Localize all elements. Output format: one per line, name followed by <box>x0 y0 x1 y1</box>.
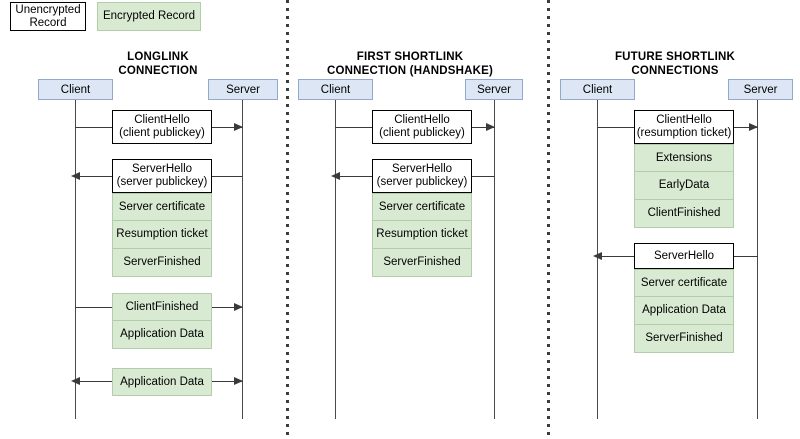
arrowhead-left-icon <box>593 252 602 260</box>
record-server-finished: ServerFinished <box>634 325 734 353</box>
arrowhead-left-icon <box>331 172 340 180</box>
record-server-hello: ServerHello (server publickey) <box>112 159 212 193</box>
actor-server-future-shortlink: Server <box>728 79 793 100</box>
lifeline-server-future-shortlink <box>757 100 759 419</box>
record-stack: ClientHello (client publickey) <box>112 110 212 144</box>
record-client-hello: ClientHello (resumption ticket) <box>634 110 734 144</box>
column-title-future-shortlink: FUTURE SHORTLINK CONNECTIONS <box>614 51 736 77</box>
column-title-first-shortlink: FIRST SHORTLINK CONNECTION (HANDSHAKE) <box>326 51 494 77</box>
lifeline-client-longlink <box>75 100 77 419</box>
actor-client-first-shortlink: Client <box>298 79 373 100</box>
record-server-hello: ServerHello (server publickey) <box>372 159 472 193</box>
legend-unencrypted-record: Unencrypted Record <box>10 2 86 31</box>
arrowhead-right-icon <box>234 303 243 311</box>
record-application-data: Application Data <box>634 297 734 325</box>
record-server-certificate: Server certificate <box>112 193 212 221</box>
legend-encrypted-record: Encrypted Record <box>97 2 201 31</box>
record-application-data: Application Data <box>112 368 212 396</box>
record-extensions: Extensions <box>634 144 734 172</box>
lifeline-server-longlink <box>242 100 244 419</box>
record-resumption-ticket: Resumption ticket <box>372 221 472 249</box>
arrowhead-left-icon <box>71 172 80 180</box>
lifeline-client-first-shortlink <box>335 100 337 419</box>
actor-server-longlink: Server <box>208 79 278 100</box>
column-divider-2 <box>547 0 550 439</box>
record-client-hello: ClientHello (client publickey) <box>372 110 472 144</box>
arrowhead-right-icon <box>749 123 758 131</box>
lifeline-server-first-shortlink <box>494 100 496 419</box>
record-server-certificate: Server certificate <box>372 193 472 221</box>
record-stack: ClientHello (resumption ticket) Extensio… <box>634 110 734 228</box>
record-stack: ServerHello (server publickey) Server ce… <box>372 159 472 277</box>
actor-server-first-shortlink: Server <box>465 79 523 100</box>
record-stack: Application Data <box>112 368 212 396</box>
record-client-finished: ClientFinished <box>634 200 734 228</box>
record-stack: ClientFinished Application Data <box>112 293 212 349</box>
arrowhead-right-icon <box>234 123 243 131</box>
arrowhead-right-icon <box>486 123 495 131</box>
record-server-certificate: Server certificate <box>634 269 734 297</box>
record-stack: ServerHello (server publickey) Server ce… <box>112 159 212 277</box>
record-early-data: EarlyData <box>634 172 734 200</box>
record-server-hello: ServerHello <box>634 243 734 269</box>
record-client-hello: ClientHello (client publickey) <box>112 110 212 144</box>
record-stack: ServerHello Server certificate Applicati… <box>634 243 734 353</box>
actor-client-future-shortlink: Client <box>560 79 635 100</box>
arrowhead-right-icon <box>234 377 243 385</box>
actor-client-longlink: Client <box>38 79 113 100</box>
arrowhead-left-icon <box>71 377 80 385</box>
column-title-longlink: LONGLINK CONNECTION <box>118 51 198 77</box>
record-application-data: Application Data <box>112 321 212 349</box>
record-server-finished: ServerFinished <box>372 249 472 277</box>
record-stack: ClientHello (client publickey) <box>372 110 472 144</box>
record-server-finished: ServerFinished <box>112 249 212 277</box>
record-client-finished: ClientFinished <box>112 293 212 321</box>
column-divider-1 <box>286 0 289 439</box>
record-resumption-ticket: Resumption ticket <box>112 221 212 249</box>
